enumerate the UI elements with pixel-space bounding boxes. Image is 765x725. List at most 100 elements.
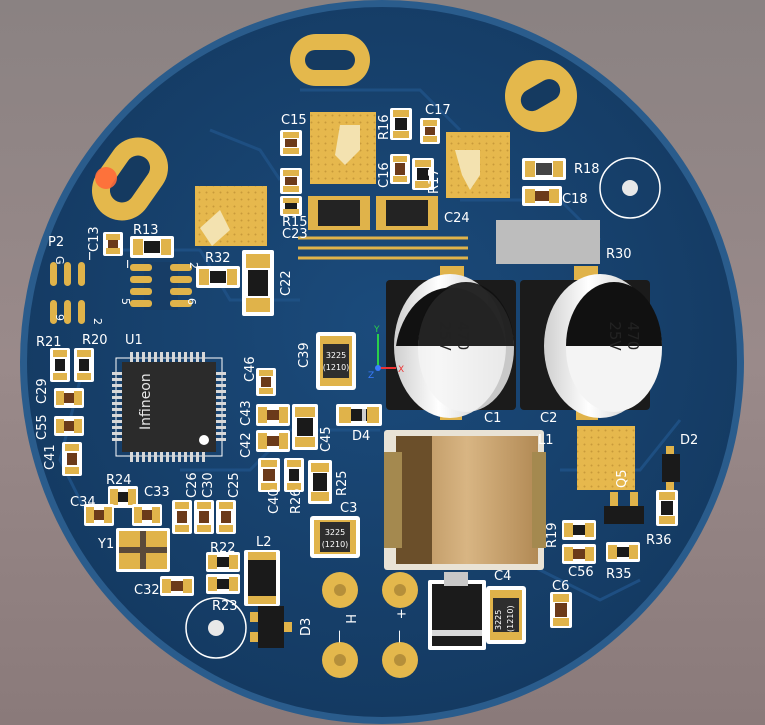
label-l1: L1	[538, 433, 554, 448]
label-c33: C33	[144, 485, 170, 500]
label-r18: R18	[574, 162, 600, 177]
smd-components	[50, 108, 680, 648]
label-c40: C40	[267, 488, 282, 514]
label-d2: D2	[680, 433, 698, 448]
c4-code: (1210)	[506, 605, 515, 632]
label-d4: D4	[352, 429, 370, 444]
ic-u1-infineon: Infineon	[112, 352, 226, 462]
label-c25: C25	[227, 472, 242, 498]
label-r35: R35	[606, 567, 632, 582]
label-pin-6: 6	[185, 298, 198, 305]
copper-pour-2	[310, 112, 376, 184]
label-l2: L2	[256, 535, 272, 550]
label-r21: R21	[36, 335, 62, 350]
c2-value: 470	[624, 322, 642, 351]
label-r17: R17	[427, 168, 442, 194]
label-c18: C18	[562, 192, 588, 207]
chip-brand: Infineon	[138, 373, 154, 430]
label-c39: C39	[297, 342, 312, 368]
c39-size: 3225	[326, 351, 346, 360]
label-c46: C46	[243, 356, 258, 382]
label-c23: C23	[282, 227, 308, 242]
label-c41: C41	[43, 444, 58, 470]
label-c6: C6	[552, 579, 569, 594]
label-pin-g: G	[53, 256, 66, 265]
label-c22: C22	[279, 270, 294, 296]
label-r32: R32	[205, 251, 231, 266]
label-h: H	[342, 614, 357, 624]
transistor-c24	[376, 196, 438, 230]
label-c2: C2	[540, 411, 557, 426]
c3-size: 3225	[325, 528, 345, 537]
label-c16: C16	[377, 162, 392, 188]
label-pin-9: 9	[53, 314, 66, 321]
label-r16: R16	[377, 114, 392, 140]
c1-value: 470	[454, 322, 472, 351]
label-r30: R30	[606, 247, 632, 262]
parallel-traces	[298, 236, 468, 260]
origin-marker	[95, 167, 117, 189]
label-q5: Q5	[615, 469, 630, 488]
ceramic-cap-c3: 3225 (1210)	[310, 516, 360, 558]
ceramic-cap-c4: 3225 (1210)	[486, 586, 526, 644]
electrolytic-cap-c2: 470 25V	[520, 274, 662, 420]
label-y1: Y1	[97, 537, 114, 552]
transistor-c23	[308, 196, 370, 230]
label-r36: R36	[646, 533, 672, 548]
label-r13: R13	[133, 223, 159, 238]
label-c32: C32	[134, 583, 160, 598]
copper-pour-3	[446, 132, 510, 198]
axis-z: Z	[368, 371, 374, 381]
label-r15: R15	[282, 215, 308, 230]
label-r19: R19	[545, 522, 560, 548]
copper-pour-1	[195, 186, 267, 246]
ceramic-cap-c39: 3225 (1210)	[316, 332, 356, 390]
mounting-slot-right	[505, 60, 577, 132]
label-minus: —	[332, 630, 347, 643]
c3-code: (1210)	[322, 540, 349, 549]
board-surface	[27, 7, 737, 717]
axis-x: X	[398, 365, 404, 375]
label-d3: D3	[299, 618, 314, 636]
label-r22: R22	[210, 541, 236, 556]
label-pin-5: 5	[119, 298, 132, 305]
mounting-slot-left	[91, 137, 169, 221]
label-c15: C15	[281, 113, 307, 128]
diode-package-bottom	[428, 572, 486, 650]
label-dash: —	[392, 630, 407, 643]
label-c45: C45	[319, 426, 334, 452]
label-c55: C55	[35, 414, 50, 440]
mounting-hole-right	[599, 157, 661, 219]
c2-voltage: 25V	[606, 321, 624, 351]
electrolytic-cap-c1: 470 25V	[386, 274, 516, 420]
mounting-hole-left	[185, 597, 247, 659]
label-c56: C56	[568, 565, 594, 580]
label-c13: C13	[87, 226, 102, 252]
label-u1: U1	[125, 333, 143, 348]
c39-code: (1210)	[323, 363, 350, 372]
c1-voltage: 25V	[436, 321, 454, 351]
label-p2: P2	[48, 235, 64, 250]
label-r24: R24	[106, 473, 132, 488]
mounting-slot-top	[290, 34, 370, 86]
label-c24: C24	[444, 211, 470, 226]
power-pads	[322, 572, 418, 678]
label-r20: R20	[82, 333, 108, 348]
label-pin-i: I	[126, 258, 129, 271]
label-pin-i2: I	[88, 250, 91, 263]
label-c26: C26	[185, 472, 200, 498]
axis-y: Y	[373, 325, 380, 335]
label-c4: C4	[494, 569, 511, 584]
label-pin-2b: 2	[91, 318, 104, 325]
label-c3: C3	[340, 501, 357, 516]
label-c17: C17	[425, 103, 451, 118]
axis-gizmo: Y X Z	[368, 325, 404, 381]
label-r23: R23	[212, 599, 238, 614]
label-c42: C42	[239, 432, 254, 458]
label-r26: R26	[289, 488, 304, 514]
label-c29: C29	[35, 378, 50, 404]
c4-size: 3225	[494, 610, 503, 630]
label-c30: C30	[201, 472, 216, 498]
